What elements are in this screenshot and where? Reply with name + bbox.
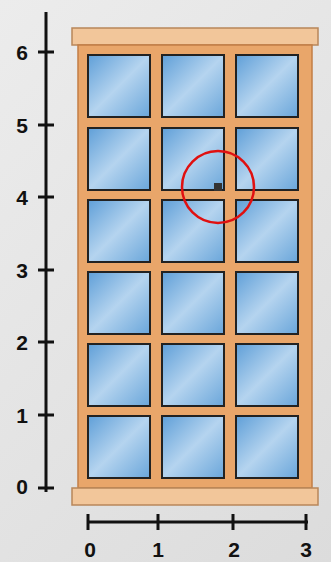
glass-pane — [162, 200, 224, 262]
glass-pane — [236, 272, 298, 334]
highlight-circle — [182, 151, 254, 223]
glass-pane — [162, 416, 224, 478]
window-panes — [88, 55, 298, 478]
glass-pane — [236, 344, 298, 406]
axis-number: 6 — [16, 42, 28, 63]
spot-mark — [214, 183, 222, 191]
axis-number: 3 — [300, 539, 312, 560]
glass-pane — [236, 55, 298, 117]
axis-number: 2 — [228, 539, 240, 560]
window-frame — [72, 28, 318, 505]
glass-pane — [88, 416, 150, 478]
axis-number: 1 — [152, 539, 164, 560]
axis-number: 0 — [84, 539, 96, 560]
glass-pane — [88, 55, 150, 117]
y-axis — [38, 12, 54, 492]
glass-pane — [236, 416, 298, 478]
x-axis — [88, 514, 308, 530]
axis-number: 5 — [16, 115, 28, 136]
axis-number: 0 — [16, 476, 28, 497]
glass-pane — [236, 128, 298, 190]
axis-number: 1 — [16, 405, 28, 426]
glass-pane — [162, 344, 224, 406]
glass-pane — [88, 272, 150, 334]
glass-pane — [162, 272, 224, 334]
glass-pane — [162, 55, 224, 117]
glass-pane — [88, 128, 150, 190]
glass-pane — [162, 128, 224, 190]
axis-number: 4 — [16, 187, 28, 208]
glass-pane — [88, 344, 150, 406]
glass-pane — [88, 200, 150, 262]
axis-number: 2 — [16, 332, 28, 353]
axis-number: 3 — [16, 260, 28, 281]
